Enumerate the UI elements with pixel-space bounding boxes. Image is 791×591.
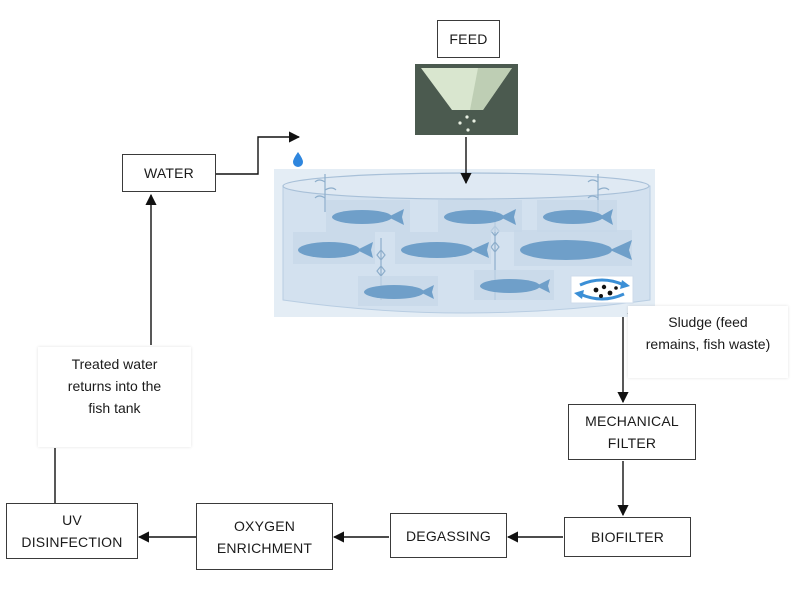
treated-water-note: Treated water returns into the fish tank xyxy=(38,347,191,447)
fish-school xyxy=(293,200,632,306)
uv-disinfection-box: UV DISINFECTION xyxy=(6,503,138,559)
sludge-note: Sludge (feed remains, fish waste) xyxy=(628,306,788,378)
water-droplet-icon xyxy=(293,152,303,167)
feed-box: FEED xyxy=(437,20,500,58)
biofilter-box: BIOFILTER xyxy=(564,517,691,557)
oxygen-enrichment-box: OXYGEN ENRICHMENT xyxy=(196,503,333,570)
degassing-box: DEGASSING xyxy=(390,513,507,558)
water-box: WATER xyxy=(122,154,216,192)
sludge-swirl-icon xyxy=(570,275,634,304)
fish-tank-icon xyxy=(274,169,655,317)
mechanical-filter-box: MECHANICAL FILTER xyxy=(568,404,696,460)
arrow-water-to-tank xyxy=(216,131,301,175)
feed-hopper-icon xyxy=(415,64,518,135)
